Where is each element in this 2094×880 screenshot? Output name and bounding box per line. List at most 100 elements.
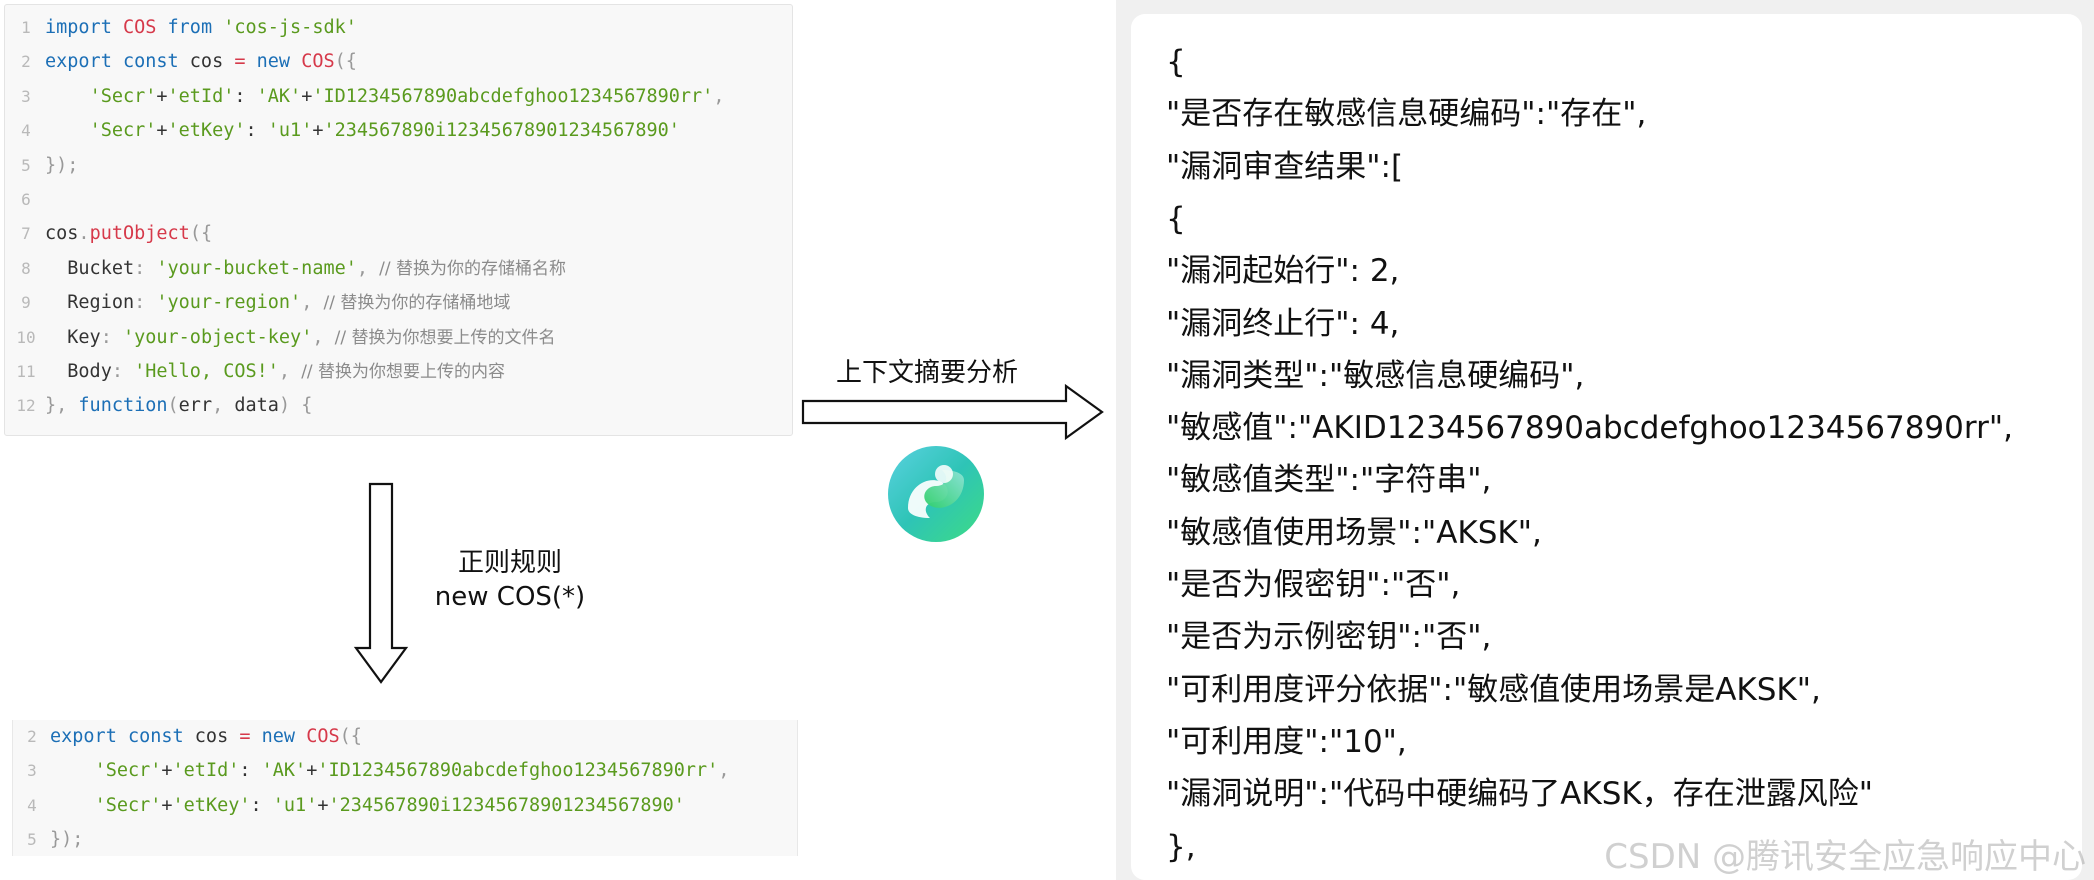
- code-token: ,: [718, 760, 730, 782]
- code-token: 'Secr': [94, 794, 162, 816]
- code-text: export const cos = new COS({: [50, 720, 362, 754]
- result-line: "漏洞起始行": 2,: [1166, 253, 1400, 290]
- result-line: "漏洞审查结果":[: [1166, 148, 1404, 185]
- code-text: Region: 'your-region', // 替换为你的存储桶地域: [45, 286, 510, 320]
- code-token: '234567890i12345678901234567890': [323, 120, 680, 142]
- code-token: +: [161, 760, 173, 782]
- line-number: 9: [21, 293, 31, 313]
- code-token: 'ID1234567890abcdefghoo1234567890rr': [317, 760, 719, 782]
- regex-rule-label: 正则规则 new COS(*): [410, 546, 610, 614]
- result-line: "是否存在敏感信息硬编码":"存在",: [1166, 96, 1647, 133]
- code-token: COS: [301, 51, 335, 73]
- code-token: 'cos-js-sdk': [223, 17, 357, 38]
- arrow-right-icon: [801, 383, 1104, 441]
- code-token: ,: [212, 395, 235, 417]
- code-token: cos: [189, 51, 235, 73]
- code-line: 2 export const cos = new COS({: [5, 45, 792, 79]
- code-token: 'Secr': [89, 120, 157, 142]
- result-line: "可利用度评分依据":"敏感值使用场景是AKSK",: [1166, 671, 1821, 708]
- code-token: 'your-object-key': [122, 326, 313, 348]
- line-number: 3: [21, 86, 31, 106]
- code-token: +: [161, 794, 173, 816]
- code-token: new: [261, 726, 307, 747]
- code-token: cos: [194, 726, 240, 747]
- code-token: new: [256, 51, 302, 73]
- code-token: :: [100, 326, 123, 348]
- regex-rule-pattern: new COS(*): [434, 582, 586, 612]
- code-text: 'Secr'+'etId': 'AK'+'ID1234567890abcdefg…: [45, 80, 725, 114]
- ai-model-logo-icon: [888, 446, 984, 542]
- code-token: :: [234, 85, 257, 107]
- result-line: "敏感值使用场景":"AKSK",: [1166, 514, 1542, 551]
- code-token: +: [312, 120, 324, 142]
- arrow-down-icon: [353, 482, 409, 684]
- code-token: // 替换为你的存储桶名称: [379, 258, 567, 279]
- code-token: +: [301, 85, 313, 107]
- result-line: "敏感值":"AKID1234567890abcdefghoo123456789…: [1166, 410, 2013, 447]
- code-token: from: [156, 17, 224, 38]
- code-token: err: [178, 395, 213, 417]
- line-number: 4: [27, 795, 37, 815]
- regex-rule-title: 正则规则: [457, 548, 562, 578]
- code-token: :: [111, 361, 135, 382]
- code-token: COS: [122, 17, 157, 38]
- line-number: 4: [21, 121, 31, 141]
- code-token: Bucket: [45, 257, 135, 279]
- code-token: 'AK': [256, 85, 302, 107]
- result-line: "漏洞类型":"敏感信息硬编码",: [1166, 357, 1585, 394]
- code-token: putObject: [89, 223, 190, 245]
- code-token: ,: [713, 85, 725, 107]
- code-text: });: [45, 149, 78, 183]
- result-line: {: [1166, 44, 1186, 80]
- code-token: 'Secr': [89, 85, 157, 107]
- code-text: Key: 'your-object-key', // 替换为你想要上传的文件名: [45, 321, 555, 355]
- code-token: :: [245, 120, 268, 142]
- code-line: 8 Bucket: 'your-bucket-name', // 替换为你的存储…: [5, 252, 792, 286]
- line-number: 6: [21, 190, 31, 209]
- watermark: CSDN @腾讯安全应急响应中心: [1604, 837, 2086, 877]
- code-token: cos: [45, 223, 79, 245]
- code-token: // 替换为你想要上传的文件名: [334, 327, 556, 348]
- code-token: ({: [334, 51, 357, 73]
- line-number: 3: [27, 761, 37, 781]
- code-token: +: [317, 794, 329, 816]
- code-line: 12}, function(err, data) {: [5, 389, 792, 423]
- result-line: "漏洞说明":"代码中硬编码了AKSK，存在泄露风险": [1166, 776, 1874, 813]
- code-token: +: [156, 85, 168, 107]
- line-number: 5: [27, 830, 37, 850]
- code-token: 'etKey': [167, 120, 246, 142]
- context-summary-label: 上下文摘要分析: [836, 358, 1019, 388]
- code-token: ,: [301, 292, 324, 314]
- code-token: +: [156, 120, 168, 142]
- line-number: 2: [27, 727, 37, 746]
- code-line: 6: [5, 183, 792, 217]
- code-text: cos.putObject({: [45, 217, 212, 251]
- code-token: data: [234, 395, 279, 417]
- code-text: 'Secr'+'etKey': 'u1'+'234567890i12345678…: [45, 114, 680, 148]
- analysis-result-card: [1131, 14, 2082, 880]
- code-text: Body: 'Hello, COS!', // 替换为你想要上传的内容: [45, 355, 505, 389]
- line-number: 12: [16, 396, 36, 416]
- result-line: "可利用度":"10",: [1166, 723, 1407, 760]
- line-number: 8: [21, 258, 31, 278]
- code-token: 'Hello, COS!': [134, 361, 279, 382]
- line-number: 11: [16, 362, 36, 381]
- code-token: ,: [278, 361, 302, 382]
- code-line: 4 'Secr'+'etKey': 'u1'+'234567890i123456…: [5, 114, 792, 148]
- code-token: .: [78, 223, 90, 245]
- result-line: {: [1166, 200, 1186, 237]
- code-token: export const: [50, 726, 195, 747]
- code-token: ,: [312, 326, 335, 348]
- code-text: export const cos = new COS({: [45, 45, 357, 79]
- code-token: Body: [45, 361, 112, 382]
- line-number: 2: [21, 52, 31, 72]
- result-line: "是否为假密钥":"否",: [1166, 567, 1461, 603]
- code-token: +: [306, 760, 318, 782]
- code-token: });: [50, 829, 84, 851]
- code-token: ({: [339, 726, 362, 747]
- code-token: ,: [356, 257, 380, 279]
- code-token: 'ID1234567890abcdefghoo1234567890rr': [312, 85, 714, 107]
- result-line: "敏感值类型":"字符串",: [1166, 462, 1492, 499]
